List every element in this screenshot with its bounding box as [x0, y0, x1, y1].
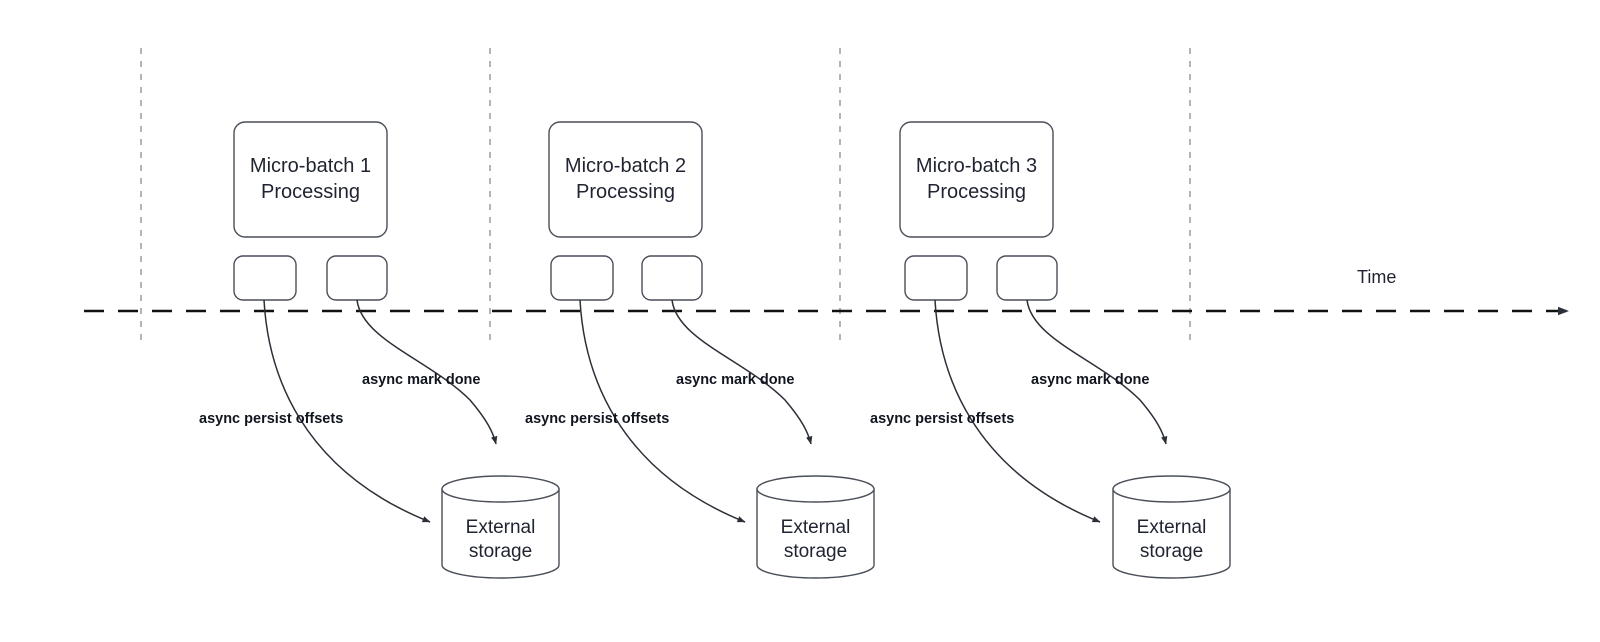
group-3-task-persist-offsets-box[interactable]: [904, 255, 968, 301]
group-2-edge-async-mark-done: [671, 299, 813, 445]
group-1-edge-async-mark-done-label: async mark done: [362, 372, 481, 388]
group-1-edge-async-mark-done: [356, 299, 498, 445]
group-1-microbatch-box[interactable]: [233, 121, 388, 238]
group-3-task-mark-done-box[interactable]: [996, 255, 1058, 301]
group-1-edge-async-persist-offsets-label: async persist offsets: [199, 411, 344, 427]
group-1-edge-async-persist-offsets: [263, 299, 431, 523]
group-2-microbatch-box[interactable]: [548, 121, 703, 238]
diagram-edges: [263, 299, 1168, 523]
group-2-storage-cylinder-top: [756, 475, 875, 503]
guide-lines: [140, 48, 1191, 342]
group-1-task-mark-done-box[interactable]: [326, 255, 388, 301]
time-axis-label: Time: [1357, 267, 1397, 287]
group-1-storage-cylinder-body[interactable]: [441, 488, 560, 579]
group-2-edge-async-persist-offsets-label: async persist offsets: [525, 411, 670, 427]
group-2-edge-async-persist-offsets: [579, 299, 746, 523]
group-2-task-persist-offsets-box[interactable]: [550, 255, 614, 301]
group-2-edge-async-mark-done-label: async mark done: [676, 372, 795, 388]
group-3-edge-async-mark-done-label: async mark done: [1031, 372, 1150, 388]
group-1-task-persist-offsets-box[interactable]: [233, 255, 297, 301]
group-3-edge-async-mark-done: [1026, 299, 1168, 445]
group-1-storage-cylinder-top: [441, 475, 560, 503]
group-3-edge-async-persist-offsets: [934, 299, 1101, 523]
group-3-microbatch-box[interactable]: [899, 121, 1054, 238]
group-3-storage-cylinder-top: [1112, 475, 1231, 503]
group-3-edge-async-persist-offsets-label: async persist offsets: [870, 411, 1015, 427]
group-2-storage-cylinder-body[interactable]: [756, 488, 875, 579]
group-3-storage-cylinder-body[interactable]: [1112, 488, 1231, 579]
diagram-shapes: [233, 121, 1231, 579]
group-2-task-mark-done-box[interactable]: [641, 255, 703, 301]
